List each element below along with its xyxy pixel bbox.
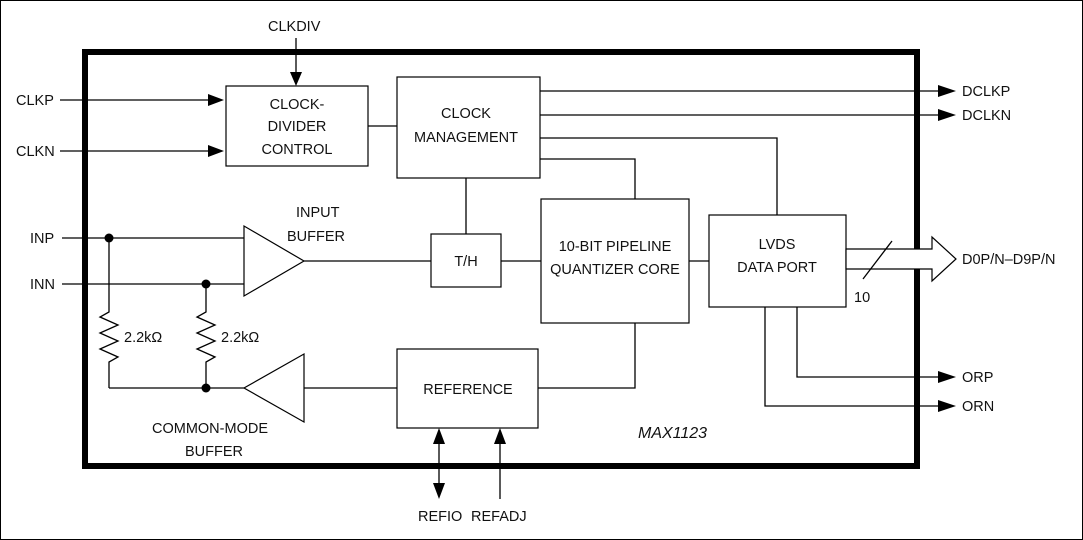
reference-block xyxy=(396,348,539,429)
bus-width-slash xyxy=(862,240,893,280)
clock-management-line-1: CLOCK xyxy=(441,106,491,122)
resistor-inp-value: 2.2kΩ xyxy=(124,330,162,346)
orp-arrow xyxy=(938,371,956,383)
bus-width-label: 10 xyxy=(854,290,870,306)
pipeline-core-block xyxy=(540,198,690,324)
refio-arrow-down xyxy=(433,483,445,499)
common-mode-buffer-amplifier xyxy=(242,352,305,424)
clock-divider-line-3: CONTROL xyxy=(262,142,333,158)
track-hold-label: T/H xyxy=(454,254,477,270)
input-buffer-label-2: BUFFER xyxy=(287,229,345,245)
dclkn-arrow xyxy=(938,109,956,121)
pin-orn: ORN xyxy=(962,399,994,415)
input-buffer-amplifier xyxy=(243,224,306,298)
lvds-port-line-1: LVDS xyxy=(759,237,796,253)
chip-name: MAX1123 xyxy=(638,425,707,442)
clkdiv-arrow xyxy=(290,72,302,86)
clock-divider-line-1: CLOCK- xyxy=(270,97,325,113)
pin-dclkp: DCLKP xyxy=(962,84,1010,100)
common-mode-buffer-label-1: COMMON-MODE xyxy=(152,421,268,437)
track-hold-block xyxy=(430,233,502,288)
resistor-inn-value: 2.2kΩ xyxy=(221,330,259,346)
reference-to-core-wire xyxy=(538,323,636,389)
input-buffer-label-1: INPUT xyxy=(296,205,340,221)
common-mode-junction xyxy=(201,383,211,393)
pin-dclkn: DCLKN xyxy=(962,108,1011,124)
orn-arrow xyxy=(938,400,956,412)
data-bus-arrow xyxy=(845,235,957,283)
pin-data-out: D0P/N–D9P/N xyxy=(962,252,1055,268)
management-to-core-wire xyxy=(540,158,636,199)
clock-management-line-2: MANAGEMENT xyxy=(414,130,518,146)
pin-refadj: REFADJ xyxy=(471,509,527,525)
common-mode-buffer-label-2: BUFFER xyxy=(185,444,243,460)
pin-clkdiv: CLKDIV xyxy=(268,19,321,35)
management-to-lvds-wire xyxy=(540,137,778,215)
clock-divider-block xyxy=(225,85,369,167)
reference-label: REFERENCE xyxy=(423,382,513,398)
clock-divider-line-2: DIVIDER xyxy=(268,119,327,135)
refio-arrow-up xyxy=(433,428,445,444)
dclkp-arrow xyxy=(938,85,956,97)
pipeline-core-line-2: QUANTIZER CORE xyxy=(550,262,680,278)
pipeline-core-line-1: 10-BIT PIPELINE xyxy=(559,239,672,255)
pin-clkp: CLKP xyxy=(16,93,54,109)
resistor-inn xyxy=(195,284,217,388)
pin-orp: ORP xyxy=(962,370,993,386)
lvds-port-block xyxy=(708,214,847,308)
clkn-arrow xyxy=(208,145,224,157)
orp-wire xyxy=(796,307,940,378)
pin-inp: INP xyxy=(30,231,54,247)
clock-management-block xyxy=(396,76,541,179)
clkp-arrow xyxy=(208,94,224,106)
refadj-arrow xyxy=(494,428,506,444)
orn-wire xyxy=(764,307,940,407)
pin-inn: INN xyxy=(30,277,55,293)
pin-refio: REFIO xyxy=(418,509,462,525)
pin-clkn: CLKN xyxy=(16,144,55,160)
resistor-inp xyxy=(98,238,120,388)
lvds-port-line-2: DATA PORT xyxy=(737,260,817,276)
